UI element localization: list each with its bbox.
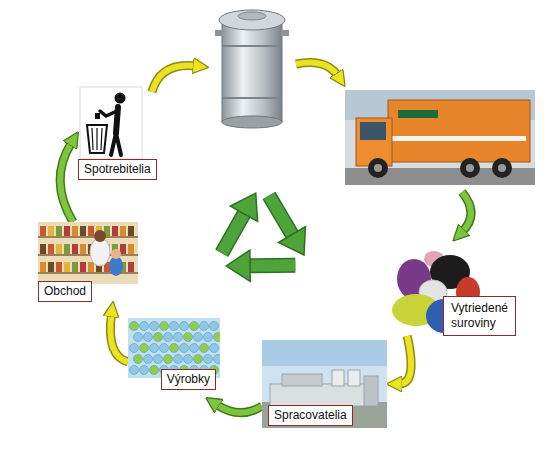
flow-arrow xyxy=(60,143,73,222)
garbage-truck xyxy=(345,90,535,185)
node-label: Obchod xyxy=(38,281,92,302)
flow-arrow xyxy=(110,314,128,362)
flow-arrow xyxy=(399,336,411,384)
node-label: Vytriedené suroviny xyxy=(443,296,516,336)
recycling-symbol xyxy=(203,192,305,297)
stage-node: Spracovatelia xyxy=(262,340,387,428)
waste-bin xyxy=(215,10,289,128)
stage-node: Vytriedené suroviny xyxy=(388,248,516,336)
cycle-arrow xyxy=(462,192,471,232)
stage-node: Spotrebitelia xyxy=(78,85,170,180)
node-label: Spracovatelia xyxy=(268,405,353,426)
node-label: Výrobky xyxy=(161,369,216,390)
cycle-arrow xyxy=(296,63,338,77)
stage-node: Obchod xyxy=(38,222,138,302)
cycle-arrow xyxy=(152,66,196,92)
flow-arrow xyxy=(216,405,262,413)
stage-node: Výrobky xyxy=(128,318,220,398)
node-label: Spotrebitelia xyxy=(78,159,157,180)
